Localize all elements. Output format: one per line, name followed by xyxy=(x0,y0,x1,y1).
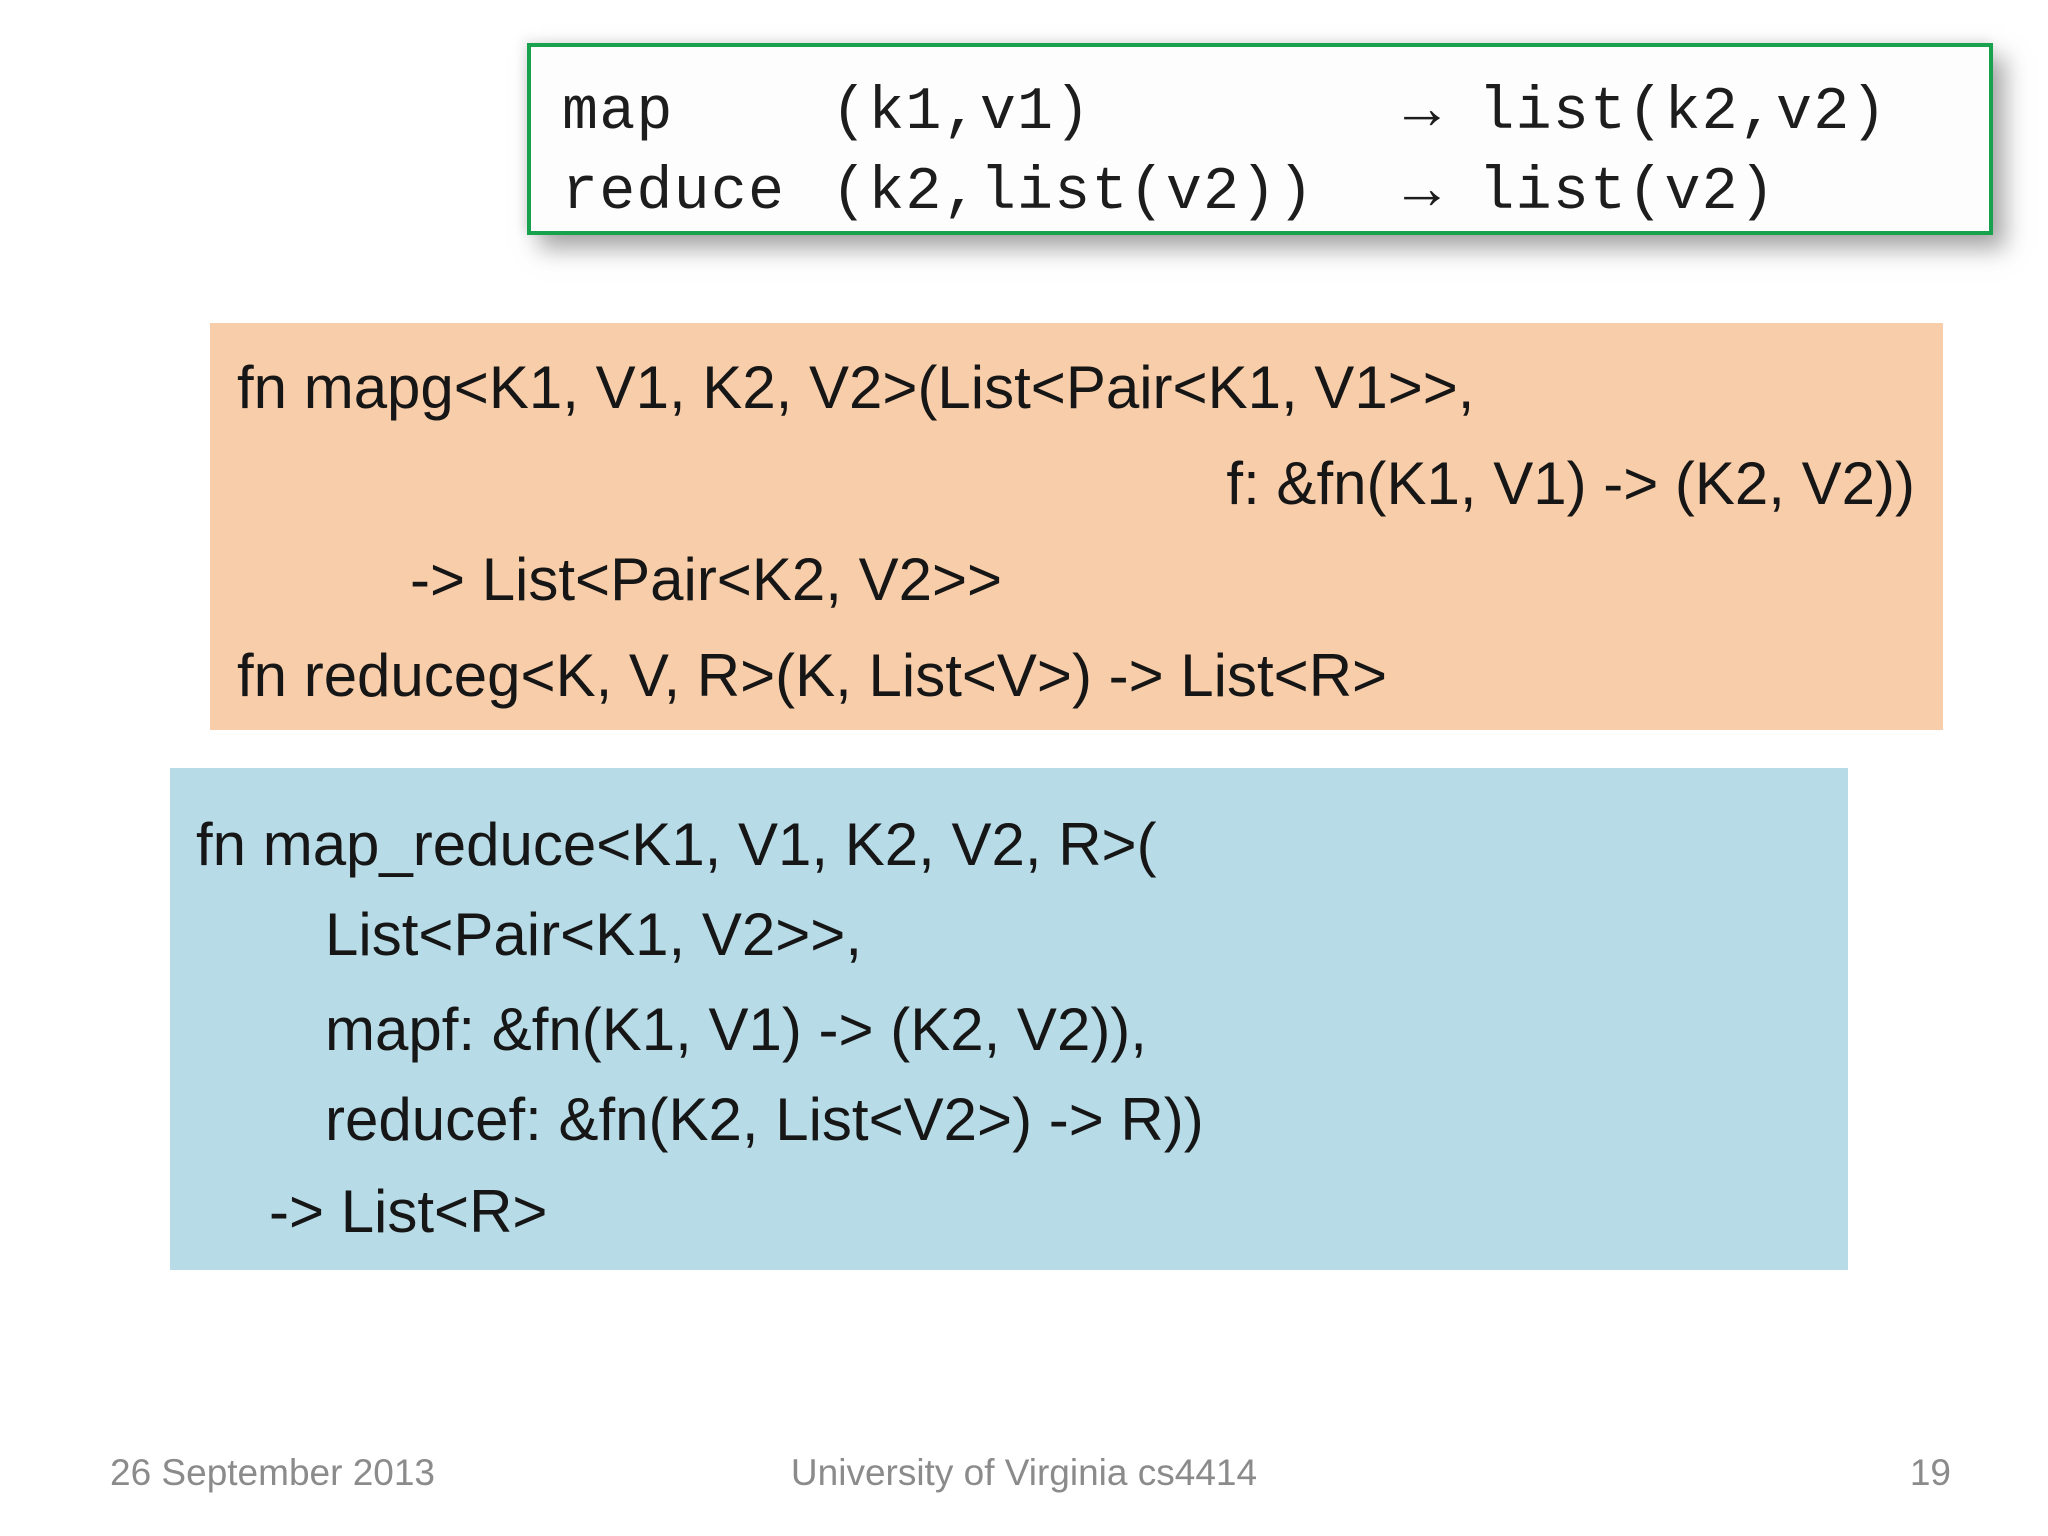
code-line: mapf: &fn(K1, V1) -> (K2, V2)), xyxy=(325,996,1147,1063)
map-reduce-code-box: fn map_reduce<K1, V1, K2, V2, R>( List<P… xyxy=(170,768,1848,1270)
code-line: reducef: &fn(K2, List<V2>) -> R)) xyxy=(325,1086,1204,1153)
signature-reduce-args: (k2,list(v2)) xyxy=(831,159,1315,227)
generic-functions-code-box: fn mapg<K1, V1, K2, V2>(List<Pair<K1, V1… xyxy=(210,323,1943,730)
signature-map-name: map xyxy=(562,79,674,147)
signature-map-result: → list(k2,v2) xyxy=(1404,79,1888,147)
code-line: fn reduceg<K, V, R>(K, List<V>) -> List<… xyxy=(237,642,1388,709)
code-line: List<Pair<K1, V2>>, xyxy=(325,901,863,968)
signature-table: map (k1,v1) → list(k2,v2) reduce (k2,lis… xyxy=(531,47,1989,233)
slide-footer: 26 September 2013 University of Virginia… xyxy=(0,1448,2048,1498)
signature-table-box: map (k1,v1) → list(k2,v2) reduce (k2,lis… xyxy=(527,43,1993,235)
signature-map-args: (k1,v1) xyxy=(831,79,1092,147)
code-line: -> List<Pair<K2, V2>> xyxy=(410,546,1003,613)
code-line: -> List<R> xyxy=(269,1178,548,1245)
footer-page-number: 19 xyxy=(1909,1452,1951,1493)
code-line: f: &fn(K1, V1) -> (K2, V2)) xyxy=(1226,450,1915,517)
signature-reduce-result: → list(v2) xyxy=(1404,159,1777,227)
footer-course: University of Virginia cs4414 xyxy=(790,1452,1258,1493)
footer-date: 26 September 2013 xyxy=(110,1452,436,1493)
code-line: fn map_reduce<K1, V1, K2, V2, R>( xyxy=(196,811,1157,878)
code-line: fn mapg<K1, V1, K2, V2>(List<Pair<K1, V1… xyxy=(237,354,1475,421)
signature-reduce-name: reduce xyxy=(562,159,786,227)
